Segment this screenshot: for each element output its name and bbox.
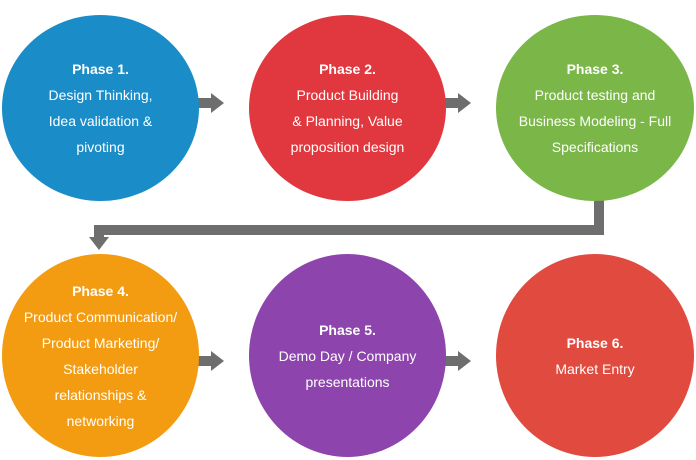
phase-4-title: Phase 4. [72,282,129,299]
phase-2-circle: Phase 2. Product Building & Planning, Va… [249,15,446,201]
phase-3-line-1: Product testing and [534,87,656,103]
phase-1-line-3: pivoting [76,139,125,155]
phase-2-line-1: Product Building [296,87,399,103]
arrow-phase2-to-phase3 [445,93,471,113]
phase-2-line-3: proposition design [290,139,405,155]
connector-phase3-to-phase4 [89,199,604,250]
phase-3-circle: Phase 3. Product testing and Business Mo… [496,15,694,201]
phase-4-line-1: Product Communication/ [23,308,178,325]
phase-2-title: Phase 2. [319,61,376,77]
arrow-phase1-to-phase2 [198,93,224,113]
phase-1-line-1: Design Thinking, [48,87,153,103]
phase-1-line-2: Idea validation & [48,113,153,129]
phase-5-circle: Phase 5. Demo Day / Company presentation… [249,254,446,457]
phase-3-title: Phase 3. [566,61,624,77]
phase-3-line-3: Specifications [551,139,639,155]
phase-2-line-2: & Planning, Value [292,113,403,129]
phase-1-circle: Phase 1. Design Thinking, Idea validatio… [2,15,199,201]
phase-5-line-1: Demo Day / Company [278,347,417,364]
phase-4-line-5: networking [66,412,135,429]
arrow-phase5-to-phase6 [445,351,471,371]
phase-6-circle: Phase 6. Market Entry [496,254,694,457]
phase-4-line-2: Product Marketing/ [41,334,160,351]
arrow-phase4-to-phase5 [198,351,224,371]
phase-4-line-4: relationships & [54,386,147,403]
phase-6-title: Phase 6. [566,334,624,351]
phase-3-line-2: Business Modeling - Full [518,113,672,129]
phase-6-line-1: Market Entry [555,360,635,377]
phase-5-title: Phase 5. [319,321,376,338]
phase-4-line-3: Stakeholder [63,360,138,377]
phase-5-line-2: presentations [305,373,390,390]
phase-1-title: Phase 1. [72,61,129,77]
phase-4-circle: Phase 4. Product Communication/ Product … [2,254,199,457]
